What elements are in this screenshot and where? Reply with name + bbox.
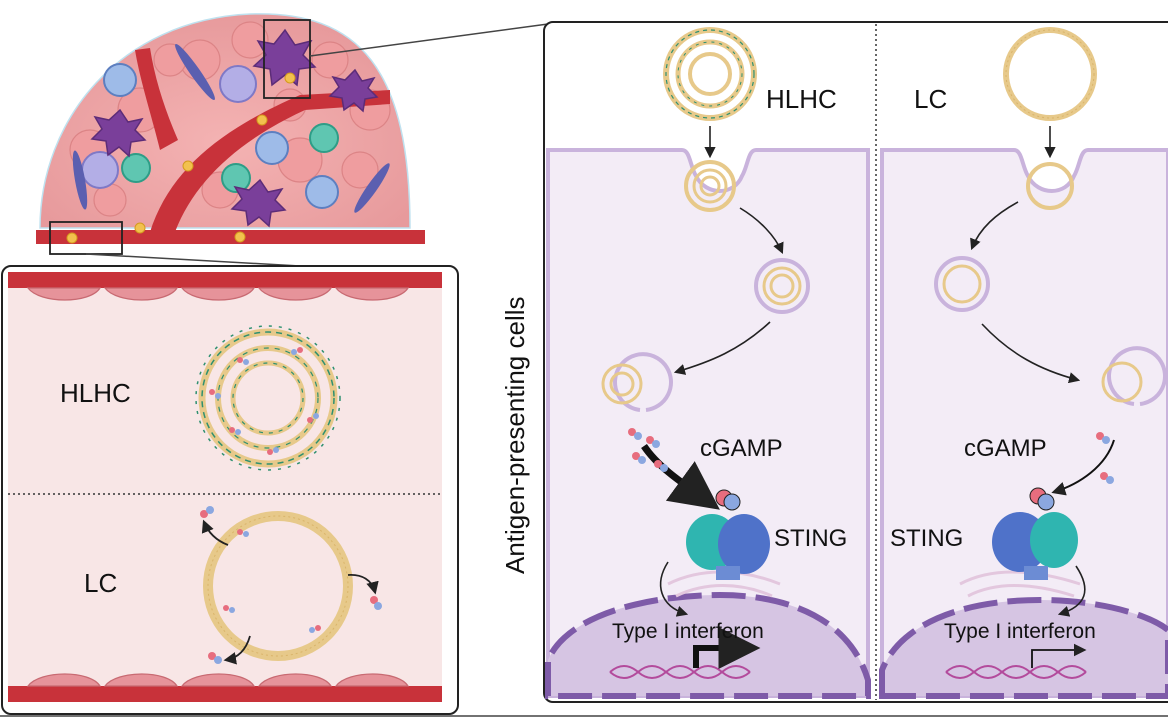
- lc-cgamp-weak-arrow: [1051, 439, 1115, 496]
- vessel-lumen: [8, 272, 442, 692]
- lc-column-title: LC: [914, 84, 947, 114]
- lc-liposome-large: [203, 511, 353, 661]
- zoom-line-right: [309, 23, 549, 57]
- leaked-cgamp: [200, 506, 382, 664]
- hlhc-sting-complex: [686, 489, 770, 580]
- hlhc-liposome-top: [663, 27, 757, 121]
- lc-cell-body: [880, 148, 1168, 698]
- hlhc-transcription-strong: [693, 627, 761, 669]
- vessel-label-hlhc: HLHC: [60, 378, 131, 408]
- lc-interferon-label: Type I interferon: [944, 620, 1096, 643]
- hlhc-cell-body: [546, 148, 870, 698]
- endothelial-cells-top: [26, 287, 410, 301]
- hlhc-cgamp-molecules: [628, 428, 668, 472]
- dendritic-cells: [90, 28, 379, 228]
- lc-signal-arrow: [1057, 565, 1086, 617]
- hlhc-cgamp-label: cGAMP: [700, 435, 783, 462]
- vessel-panel: HLHC LC: [1, 265, 459, 715]
- lc-sting-complex: [992, 487, 1078, 580]
- lc-dna: [945, 665, 1087, 679]
- lc-er: [959, 570, 1081, 598]
- lc-endosome-2: [1101, 346, 1167, 406]
- lc-cgamp-label: cGAMP: [964, 435, 1047, 462]
- fibroblasts: [72, 44, 390, 213]
- hlhc-dna: [609, 665, 751, 679]
- hlhc-interferon-label: Type I interferon: [612, 620, 764, 643]
- lc-liposome-top: [1003, 27, 1097, 121]
- vessel-wall-top: [8, 272, 442, 288]
- apc-panel: HLHC LC cGAMP cGAMP STING STING Type I i…: [543, 21, 1168, 703]
- hlhc-liposome-endocytosis: [684, 160, 736, 212]
- hlhc-column-title: HLHC: [766, 84, 837, 114]
- side-label-apc: Antigen-presenting cells: [500, 297, 530, 575]
- vessel-label-lc: LC: [84, 568, 117, 598]
- hlhc-signal-arrow: [659, 561, 689, 617]
- endothelial-cells-bottom: [26, 673, 410, 687]
- zoom-box-apc: [263, 19, 311, 99]
- leakage-arrows: [201, 519, 379, 665]
- hlhc-sting-label: STING: [774, 525, 847, 552]
- hlhc-endosome-1: [754, 258, 810, 314]
- hlhc-cgamp-strong-arrow: [641, 443, 720, 510]
- zoom-line-down: [85, 253, 301, 267]
- vessel-branch-1: [150, 90, 390, 232]
- lc-cgamp-molecules: [1096, 432, 1114, 484]
- tumor-illustration: [36, 13, 549, 267]
- hlhc-liposome-large: [195, 325, 341, 471]
- vessel-liposomes: [66, 72, 296, 244]
- lc-sting-label: STING: [890, 525, 963, 552]
- lc-liposome-endocytosis: [1026, 162, 1074, 210]
- lc-nucleus: [879, 596, 1168, 699]
- hlhc-trafficking-arrows: [673, 126, 784, 375]
- lc-trafficking-arrows: [970, 126, 1081, 384]
- vessel-wall-bottom: [8, 686, 442, 702]
- hlhc-endosome-2: [601, 352, 673, 412]
- immune-cells: [81, 63, 339, 209]
- lc-endosome-1: [934, 256, 990, 312]
- vessel-branch-2: [135, 48, 178, 150]
- vessel-main: [36, 230, 425, 244]
- lc-transcription-weak: [1031, 643, 1087, 668]
